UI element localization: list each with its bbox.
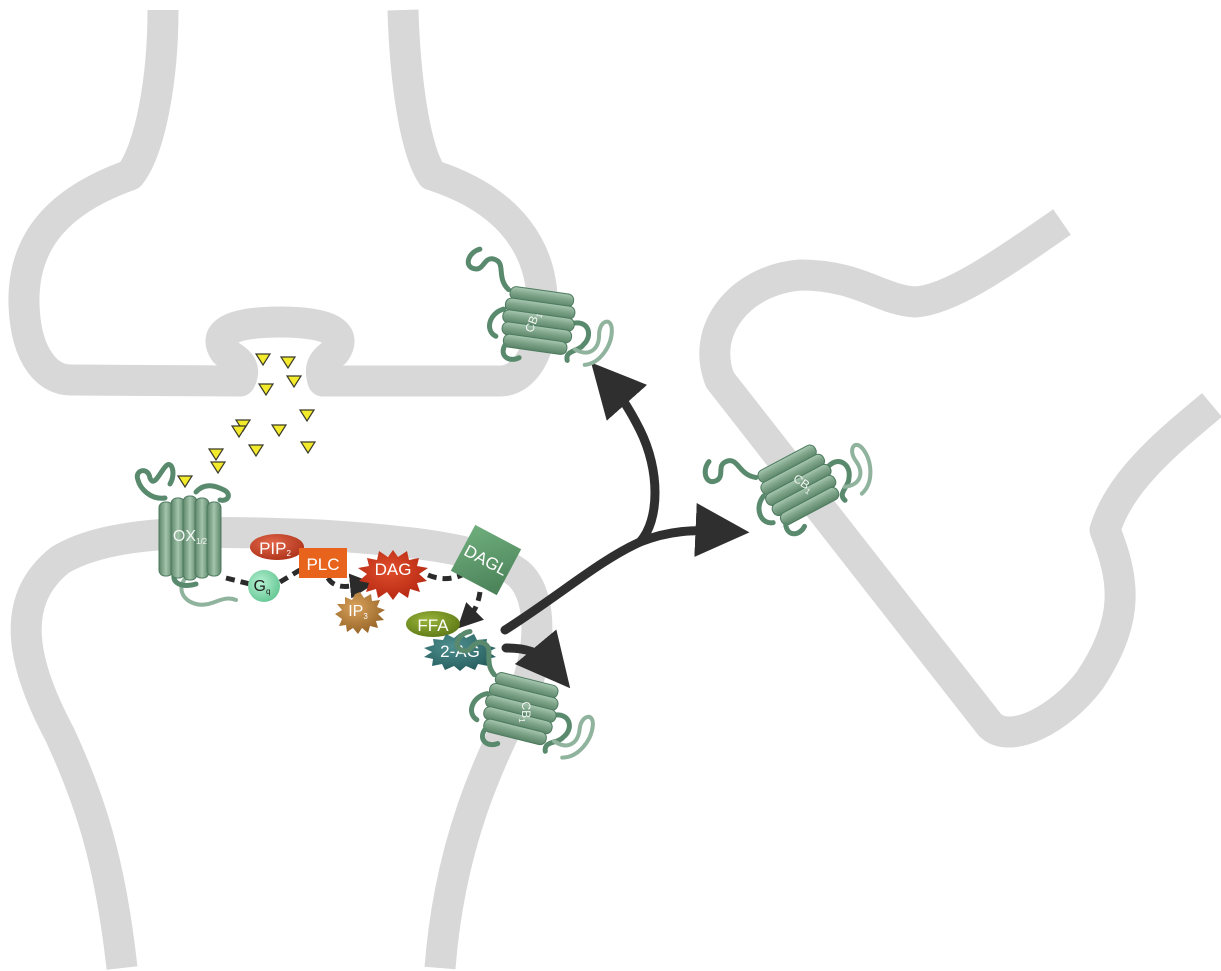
ffa-node: FFA <box>406 611 460 637</box>
postsynaptic-neuron-membrane <box>26 533 537 968</box>
ip3-label: IP <box>348 603 363 620</box>
gq-node: Gq <box>248 570 280 602</box>
pip2-label: PIP <box>259 539 286 558</box>
neurotransmitter-molecule <box>211 462 225 473</box>
orexin-receptor-subscript: 1/2 <box>196 537 208 546</box>
neurotransmitter-molecule <box>232 426 246 437</box>
plc-to-dag-link <box>328 578 360 586</box>
neurotransmitter-molecule <box>272 425 286 436</box>
neurotransmitter-molecule <box>301 442 315 453</box>
arrow-to-presynaptic-cb1 <box>612 386 655 542</box>
orexin-receptor-label: OX <box>173 528 196 545</box>
neurotransmitter-molecule <box>300 410 314 421</box>
svg-text:FFA: FFA <box>417 616 449 635</box>
gq-label: G <box>254 578 266 595</box>
svg-text:DAG: DAG <box>375 560 412 579</box>
neurotransmitter-molecule <box>259 384 273 395</box>
neurotransmitter-molecule <box>249 445 263 456</box>
neurotransmitter-molecule <box>256 354 270 365</box>
neurotransmitter-molecule <box>281 357 295 368</box>
svg-text:PLC: PLC <box>306 555 339 574</box>
cb1-label: CB <box>519 701 533 718</box>
neurotransmitter-molecule <box>287 376 301 387</box>
plc-node: PLC <box>299 548 347 578</box>
gq-to-plc-link <box>280 570 300 582</box>
ffa-label: FFA <box>417 616 449 635</box>
presynaptic-terminal-membrane <box>24 10 542 381</box>
pip2-subscript: 2 <box>286 549 291 558</box>
plc-label: PLC <box>306 555 339 574</box>
pip2-node: PIP2 <box>250 534 304 560</box>
dagl-to-2ag-link <box>468 592 480 618</box>
gq-subscript: q <box>266 587 270 596</box>
ip3-subscript: 3 <box>363 612 368 621</box>
cb1-subscript: 1 <box>518 718 527 723</box>
neurotransmitter-molecule <box>178 476 192 487</box>
ox-to-gq-link <box>226 578 250 584</box>
dag-label: DAG <box>375 560 412 579</box>
neurotransmitter-molecule <box>209 449 223 460</box>
ip3-node: IP3 <box>335 592 385 634</box>
